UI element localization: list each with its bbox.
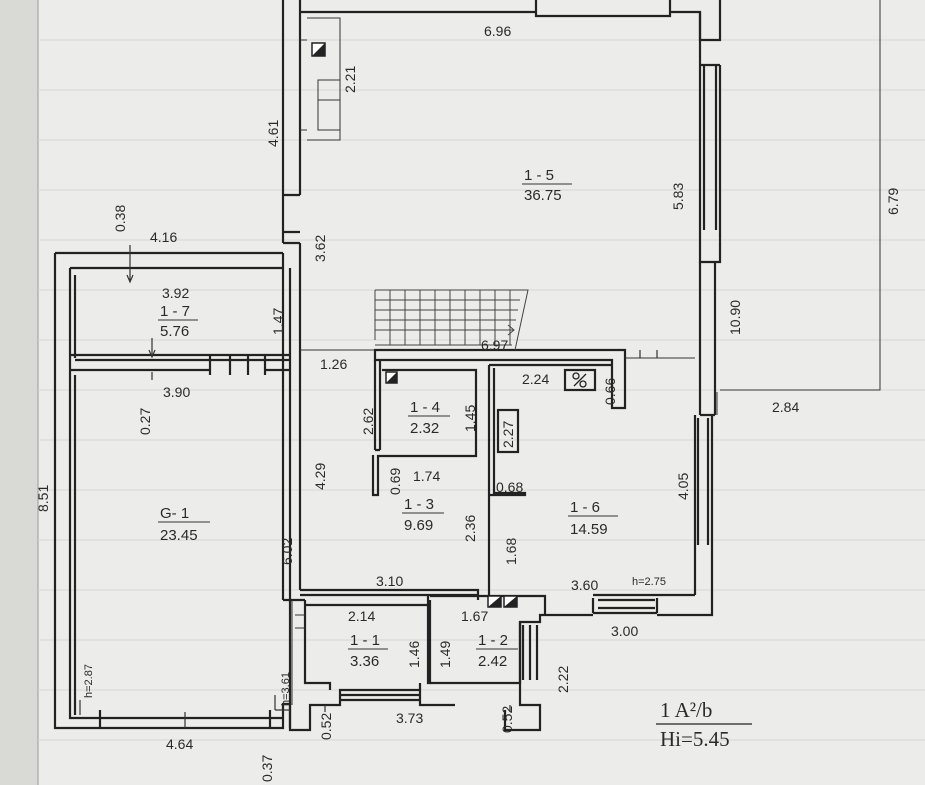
room-area: 9.69 bbox=[404, 517, 433, 534]
dim-label: 1.26 bbox=[320, 356, 347, 372]
dim-label: 6.97 bbox=[481, 337, 508, 353]
dim-label: 4.16 bbox=[150, 229, 177, 245]
dim-label: 2.22 bbox=[555, 666, 571, 693]
room-area: 2.42 bbox=[478, 653, 507, 670]
dim-label: 1.74 bbox=[413, 468, 440, 484]
dim-label: 1.46 bbox=[406, 641, 422, 668]
room-area: 5.76 bbox=[160, 323, 189, 340]
dim-label: 10.90 bbox=[727, 300, 743, 335]
dim-label: 1.47 bbox=[270, 308, 286, 335]
dim-label: 1.67 bbox=[461, 608, 488, 624]
dim-label: 3.92 bbox=[162, 285, 189, 301]
dim-label: 6.02 bbox=[279, 538, 295, 565]
dim-label: 2.36 bbox=[462, 515, 478, 542]
plan-legend: 1 A²/b Hi=5.45 bbox=[656, 698, 752, 751]
room-area: 23.45 bbox=[160, 527, 198, 544]
room-labels: 1 - 5 36.75 1 - 7 5.76 1 - 4 2.32 1 - 3 … bbox=[158, 167, 618, 670]
dim-label: 0.69 bbox=[387, 468, 403, 495]
dim-label: 8.51 bbox=[35, 485, 51, 512]
dim-label: 2.14 bbox=[348, 608, 375, 624]
room-area: 14.59 bbox=[570, 521, 608, 538]
dimension-ticks bbox=[79, 245, 658, 728]
dim-label: 5.83 bbox=[670, 183, 686, 210]
dim-label: 2.27 bbox=[500, 421, 516, 448]
dim-label: 3.73 bbox=[396, 710, 423, 726]
dim-label: 4.05 bbox=[675, 473, 691, 500]
dim-label: 0.66 bbox=[602, 378, 618, 405]
dim-label: 6.79 bbox=[885, 188, 901, 215]
dim-label: 0.52 bbox=[318, 713, 334, 740]
room-area: 36.75 bbox=[524, 187, 562, 204]
dim-label: 0.68 bbox=[496, 479, 523, 495]
utility-icon bbox=[572, 372, 587, 388]
stairs bbox=[374, 289, 529, 351]
walls bbox=[53, 0, 722, 732]
dim-label: 0.27 bbox=[137, 408, 153, 435]
room-area: 3.36 bbox=[350, 653, 379, 670]
legend-line-1: 1 A²/b bbox=[660, 698, 712, 722]
dim-label: 2.84 bbox=[772, 399, 799, 415]
room-id: G- 1 bbox=[160, 505, 189, 522]
dim-label: 2.62 bbox=[360, 408, 376, 435]
dim-label: 4.29 bbox=[312, 463, 328, 490]
dim-label: h=2.75 bbox=[632, 576, 666, 588]
dim-label: 1.49 bbox=[437, 641, 453, 668]
dim-label: 0.37 bbox=[259, 755, 275, 782]
room-id: 1 - 2 bbox=[478, 632, 508, 649]
room-id: 1 - 6 bbox=[570, 499, 600, 516]
room-id: 1 - 5 bbox=[524, 167, 554, 184]
dimension-labels: 6.96 2.21 4.61 5.83 6.79 0.38 4.16 3.62 … bbox=[35, 23, 901, 782]
room-id: 1 - 7 bbox=[160, 303, 190, 320]
room-id: 1 - 1 bbox=[350, 632, 380, 649]
dim-label: 4.64 bbox=[166, 736, 193, 752]
vent-icons bbox=[311, 42, 518, 608]
dim-label: 1.45 bbox=[462, 405, 478, 432]
dim-label: 6.96 bbox=[484, 23, 511, 39]
dim-label: 3.10 bbox=[376, 573, 403, 589]
dim-label: 3.00 bbox=[611, 623, 638, 639]
dim-label: 0.38 bbox=[112, 205, 128, 232]
dim-label: h=3.61 bbox=[280, 672, 292, 706]
dim-label: 0.52 bbox=[499, 706, 515, 733]
dim-label: 2.24 bbox=[522, 371, 549, 387]
room-id: 1 - 3 bbox=[404, 496, 434, 513]
thin-lines bbox=[291, 0, 881, 705]
dim-label: 3.90 bbox=[163, 384, 190, 400]
dim-label: 3.62 bbox=[312, 235, 328, 262]
dim-label: 3.60 bbox=[571, 577, 598, 593]
dim-label: h=2.87 bbox=[83, 664, 95, 698]
room-id: 1 - 4 bbox=[410, 399, 440, 416]
legend-line-2: Hi=5.45 bbox=[660, 727, 730, 751]
room-area: 2.32 bbox=[410, 420, 439, 437]
dim-label: 1.68 bbox=[503, 538, 519, 565]
dim-label: 2.21 bbox=[342, 66, 358, 93]
dim-label: 4.61 bbox=[265, 120, 281, 147]
